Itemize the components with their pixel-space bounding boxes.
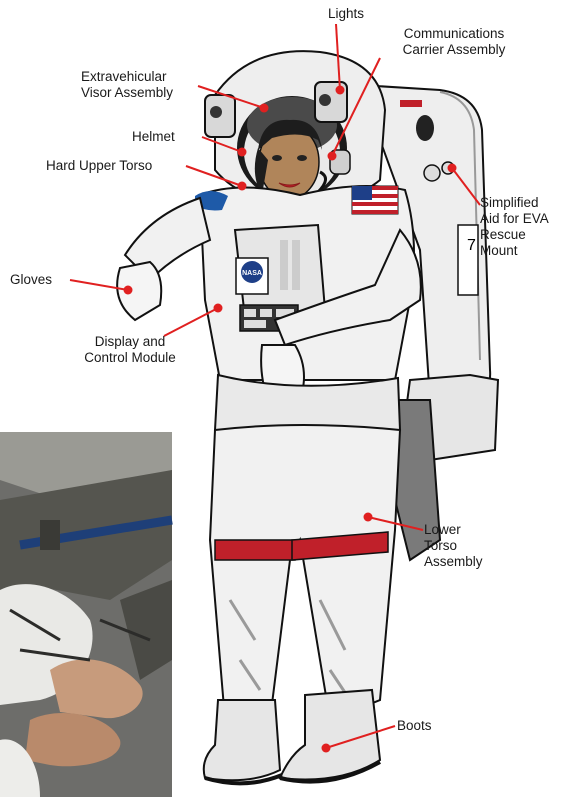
label-lights: Lights — [316, 6, 376, 22]
flag-patch — [352, 186, 398, 214]
label-boots: Boots — [397, 718, 457, 734]
inset-photo — [0, 432, 172, 797]
leader-dot-safer — [448, 164, 457, 173]
label-helmet: Helmet — [132, 129, 202, 145]
legs — [210, 375, 400, 720]
label-display-and-control-module: Display and Control Module — [70, 334, 190, 366]
leader-dot-gloves — [124, 286, 133, 295]
leader-dot-lights — [336, 86, 345, 95]
label-communications-carrier-assembly: Communications Carrier Assembly — [378, 26, 530, 58]
leader-dot-dcm — [214, 304, 223, 313]
label-simplified-aid-for-eva-rescue-mount: Simplified Aid for EVA Rescue Mount — [480, 195, 566, 259]
leader-dot-helmet — [238, 148, 247, 157]
label-gloves: Gloves — [10, 272, 70, 288]
leader-dot-hut — [238, 182, 247, 191]
leader-dot-boots — [322, 744, 331, 753]
leader-dot-visor — [260, 104, 269, 113]
backpack-number: 7 — [467, 237, 476, 254]
nasa-logo-text: NASA — [242, 270, 262, 277]
boots — [204, 690, 380, 783]
label-lower-torso-assembly: Lower Torso Assembly — [424, 522, 504, 570]
leader-dot-communications — [328, 152, 337, 161]
label-extravehicular-visor-assembly: Extravehicular Visor Assembly — [81, 69, 211, 101]
label-hard-upper-torso: Hard Upper Torso — [46, 158, 186, 174]
leader-dot-lta — [364, 513, 373, 522]
